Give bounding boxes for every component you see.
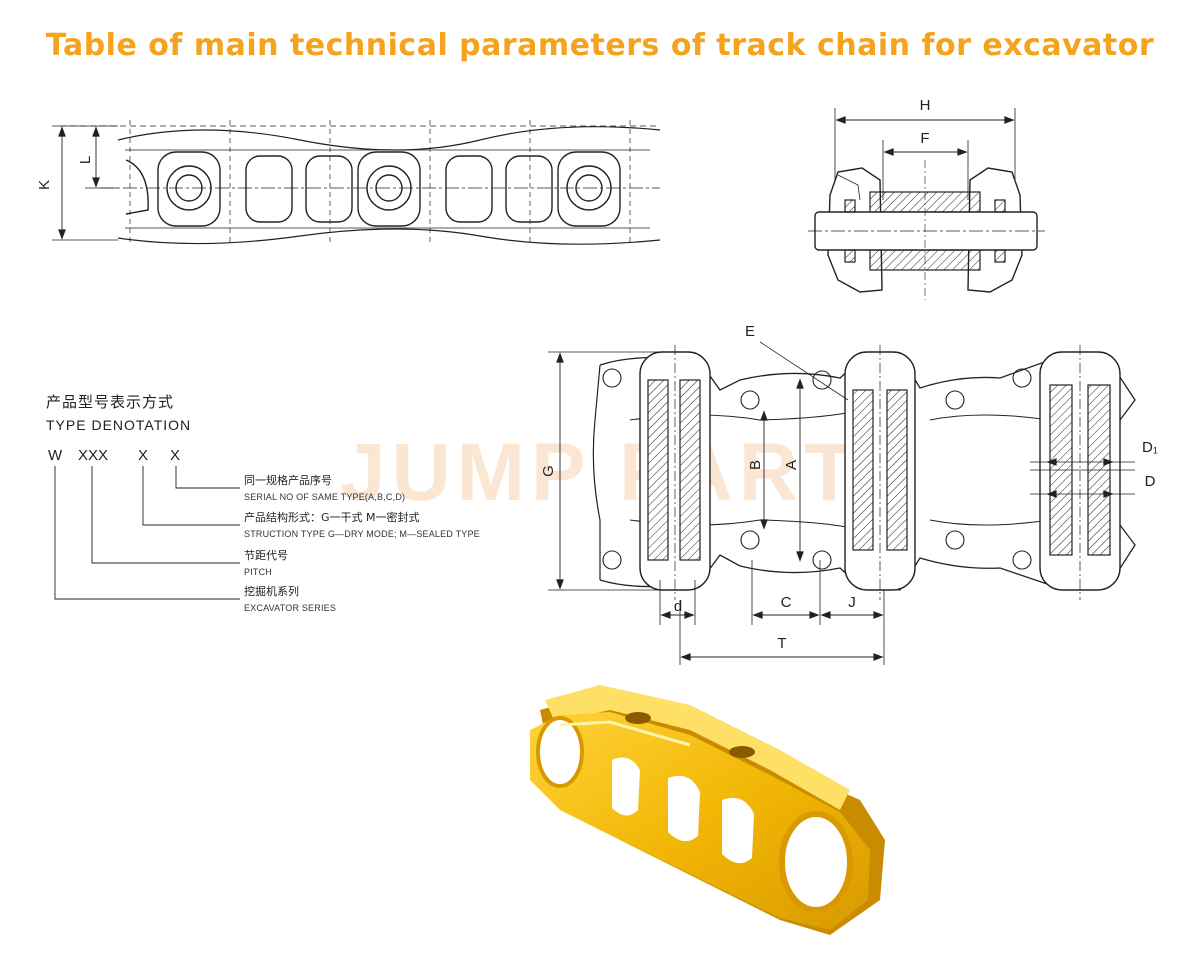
dim-label-d1: D₁ [1142, 439, 1158, 456]
dim-label-f: F [920, 130, 929, 147]
side-view-drawing [52, 120, 661, 245]
page-title: Table of main technical parameters of tr… [45, 28, 1155, 63]
dim-label-h: H [920, 97, 931, 114]
type-denotation-heading-en: TYPE DENOTATION [46, 417, 191, 433]
dim-label-d-lower: d [674, 598, 682, 615]
dim-label-c: C [781, 594, 792, 611]
code-part-pitch: XXX [78, 447, 108, 464]
dim-label-b: B [747, 460, 764, 470]
code-part-series: W [48, 447, 63, 464]
dim-label-k: K [36, 180, 53, 190]
track-link-photo [530, 685, 885, 935]
watermark: JUMP PART [340, 427, 860, 518]
entry-structure-cn: 产品结构形式：G一干式 M一密封式 [244, 510, 420, 524]
entry-pitch-cn: 节距代号 [244, 549, 288, 562]
dim-label-t: T [777, 635, 786, 652]
dim-label-d-upper: D [1145, 473, 1156, 490]
code-part-serial: X [170, 447, 180, 464]
type-denotation: 产品型号表示方式 TYPE DENOTATION W XXX X X 同一规格产… [46, 393, 480, 613]
entry-series-en: EXCAVATOR SERIES [244, 603, 336, 613]
entry-series-cn: 挖掘机系列 [244, 584, 299, 598]
dim-label-j: J [848, 594, 856, 611]
dim-label-g: G [540, 465, 557, 477]
dim-label-e: E [745, 323, 755, 340]
code-part-structure: X [138, 447, 148, 464]
entry-serial-cn: 同一规格产品序号 [244, 473, 332, 487]
type-denotation-heading-cn: 产品型号表示方式 [46, 393, 174, 411]
dim-label-a: A [783, 460, 800, 470]
entry-pitch-en: PITCH [244, 567, 272, 577]
cross-section-drawing [808, 108, 1045, 300]
entry-serial-en: SERIAL NO OF SAME TYPE(A,B,C,D) [244, 492, 405, 502]
entry-structure-en: STRUCTION TYPE G—DRY MODE; M—SEALED TYPE [244, 529, 480, 539]
top-view-drawing [548, 341, 1136, 665]
dim-label-l: L [77, 156, 94, 164]
